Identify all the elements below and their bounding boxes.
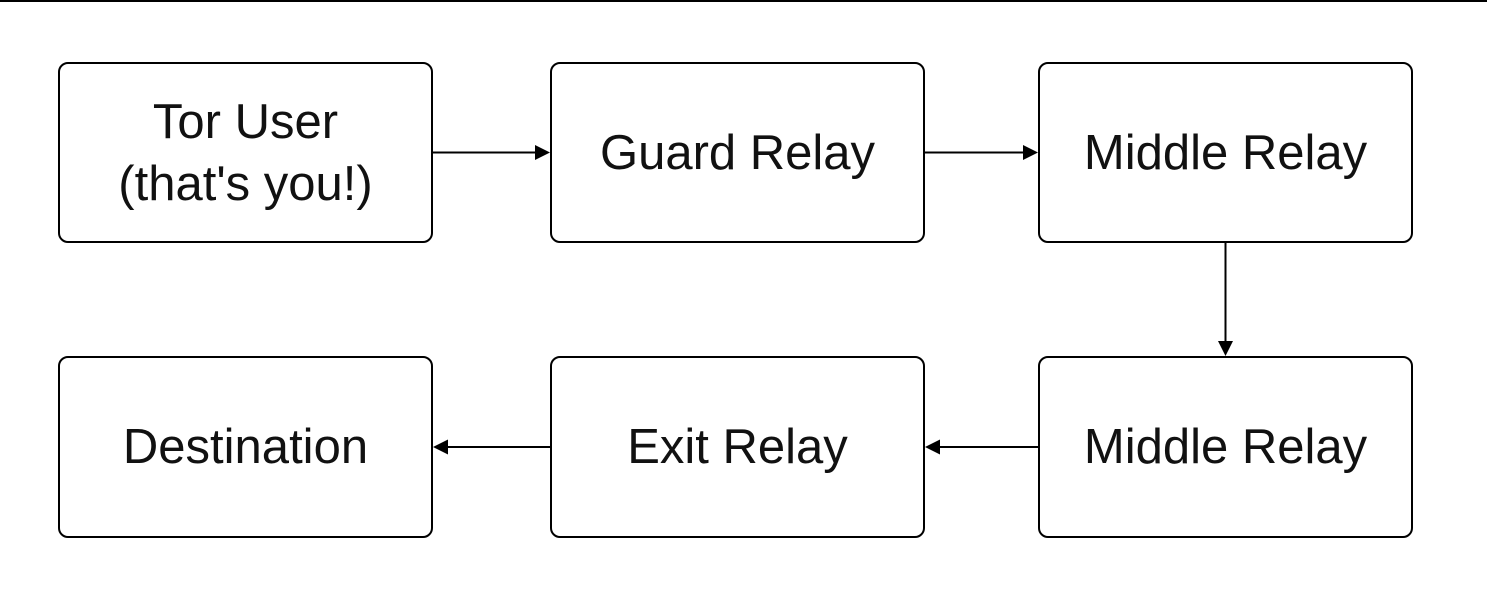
arrowhead-left-icon <box>433 439 448 455</box>
arrow-middle-relay-to-exit-relay <box>925 439 1038 455</box>
node-label: Exit Relay <box>627 420 848 474</box>
arrow-tor-user-to-guard-relay <box>433 145 550 160</box>
top-border-line <box>0 0 1487 2</box>
node-middle-relay-bottom: Middle Relay <box>1038 356 1413 538</box>
arrow-exit-relay-to-destination <box>433 439 550 455</box>
arrowhead-right-icon <box>1023 145 1038 160</box>
node-label: Tor User <box>152 94 339 149</box>
node-label: Guard Relay <box>599 125 876 180</box>
node-label: Middle Relay <box>1083 420 1368 474</box>
node-label: (that's you!) <box>118 156 373 211</box>
arrowhead-left-icon <box>925 439 940 455</box>
arrow-middle-relay-to-middle-relay <box>1218 243 1233 356</box>
node-exit-relay: Exit Relay <box>550 356 925 538</box>
node-label: Destination <box>122 420 369 474</box>
arrowhead-down-icon <box>1218 341 1233 356</box>
arrowhead-right-icon <box>535 145 550 160</box>
node-destination: Destination <box>58 356 433 538</box>
node-label: Middle Relay <box>1083 125 1368 180</box>
node-guard-relay: Guard Relay <box>550 62 925 243</box>
arrow-guard-relay-to-middle-relay <box>925 145 1038 160</box>
node-middle-relay-top: Middle Relay <box>1038 62 1413 243</box>
node-tor-user: Tor User (that's you!) <box>58 62 433 243</box>
